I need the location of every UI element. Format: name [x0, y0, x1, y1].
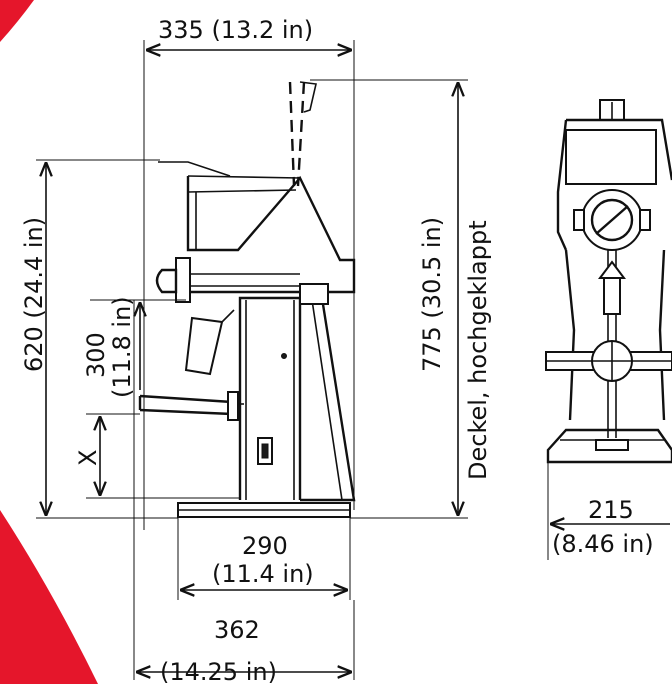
column-body: [238, 296, 302, 500]
dimension-labels: 335 (13.2 in) 620 (24.4 in) 300 (11.8 in…: [20, 16, 654, 684]
dim-height-total: 620 (24.4 in): [20, 217, 48, 372]
dim-base-mm: 290: [242, 532, 288, 560]
work-arm: [138, 394, 233, 416]
dim-offset-x: X: [74, 450, 102, 466]
dim-overall-in: (14.25 in): [160, 658, 277, 684]
lever-handle: [184, 316, 224, 376]
dim-base-in: (11.4 in): [212, 560, 314, 588]
arrow-marker: [598, 260, 626, 279]
dim-height-lid: 775 (30.5 in): [418, 217, 446, 372]
dimension-lines: [36, 40, 670, 680]
raised-lid-dashed: [288, 81, 296, 187]
dim-height-mid-in: (11.8 in): [108, 296, 136, 398]
upper-housing: [556, 118, 672, 251]
red-corner-bottom: [0, 510, 98, 684]
lid-note: Deckel, hochgeklappt: [464, 220, 492, 480]
dim-front-mm: 215: [588, 496, 634, 524]
front-view: [545, 99, 672, 464]
display-window: [565, 129, 657, 185]
handwheel: [175, 257, 191, 303]
dim-height-mid-mm: 300: [82, 332, 110, 378]
spindle-column: [564, 249, 666, 421]
dim-width-top: 335 (13.2 in): [158, 16, 313, 44]
dim-overall-mm: 362: [214, 616, 260, 644]
dim-front-in: (8.46 in): [552, 530, 654, 558]
red-corner-top: [0, 0, 34, 42]
